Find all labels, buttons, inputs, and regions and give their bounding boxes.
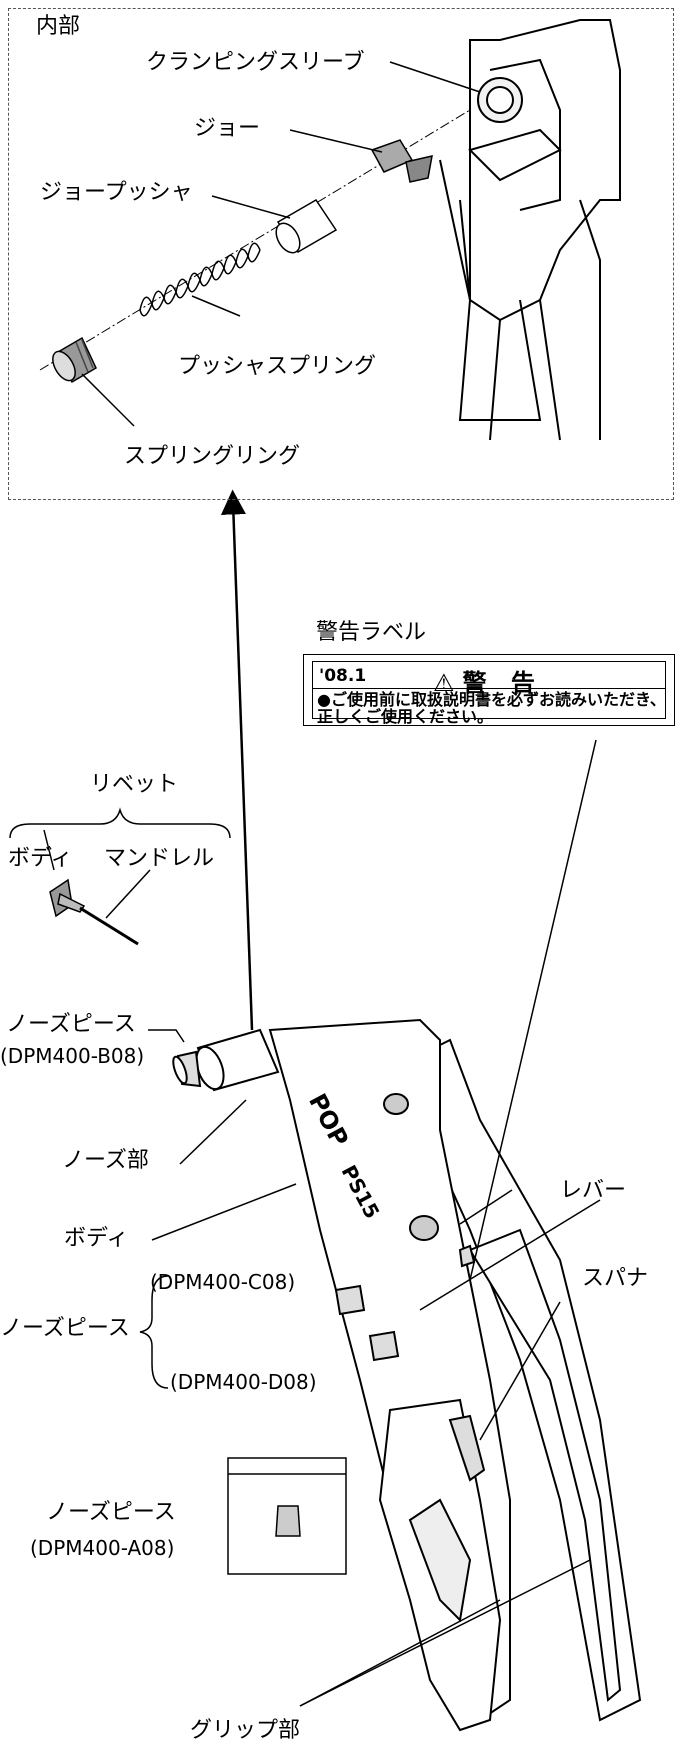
label-grip: グリップ部 xyxy=(190,1718,301,1743)
nosepiece-brace xyxy=(139,1275,169,1389)
label-jaw-pusher: ジョープッシャ xyxy=(40,180,193,205)
detail-arrow xyxy=(220,489,254,1031)
inner-leader-lines xyxy=(81,61,481,427)
riveter-tool xyxy=(172,1018,642,1732)
warning-title: ⚠警 告 xyxy=(433,669,543,697)
warning-caption: 警告ラベル xyxy=(316,620,427,645)
nosepiece-a-code: (DPM400-A08) xyxy=(30,1536,175,1560)
inner-title: 内部 xyxy=(36,14,81,39)
pusher-spring-part xyxy=(139,242,261,317)
nosepiece-cd-name: ノーズピース xyxy=(0,1316,130,1341)
rivet-body-label: ボディ xyxy=(8,846,73,871)
tool-head-section xyxy=(439,19,621,441)
nosepiece-d-code: (DPM400-D08) xyxy=(170,1370,317,1394)
warning-text: ●ご使用前に取扱説明書を必ずお読みいただき、正しくご使用ください。 xyxy=(317,690,666,726)
part-leader-lines xyxy=(148,739,601,1707)
label-jaw: ジョー xyxy=(194,116,261,141)
label-nose: ノーズ部 xyxy=(62,1148,149,1173)
nosepiece-b-name: ノーズピース xyxy=(6,1012,136,1037)
rivet-title: リベット xyxy=(90,772,179,797)
label-lever: レバー xyxy=(560,1178,627,1203)
warning-label: '08.1 ⚠警 告 ●ご使用前に取扱説明書を必ずお読みいただき、正しくご使用く… xyxy=(303,654,675,726)
label-spring-ring: スプリングリング xyxy=(124,444,301,469)
jaw-pusher-part xyxy=(275,198,338,254)
rivet-part xyxy=(43,829,151,946)
warning-date: '08.1 xyxy=(319,666,367,686)
nosepiece-a-box xyxy=(227,1457,347,1575)
jaw-parts xyxy=(370,139,433,183)
rivet-mandrel-label: マンドレル xyxy=(104,846,215,871)
inner-detail-box xyxy=(8,8,674,500)
label-pusher-spring: プッシャスプリング xyxy=(178,354,377,379)
spring-ring-part xyxy=(52,336,97,384)
label-body: ボディ xyxy=(64,1226,129,1251)
label-spanner: スパナ xyxy=(582,1266,649,1291)
nosepiece-a-name: ノーズピース xyxy=(46,1500,176,1525)
rivet-bracket xyxy=(9,807,231,839)
nosepiece-b-code: (DPM400-B08) xyxy=(0,1044,145,1068)
nosepiece-c-code: (DPM400-C08) xyxy=(150,1270,296,1294)
label-clamping-sleeve: クランピングスリーブ xyxy=(146,50,365,75)
